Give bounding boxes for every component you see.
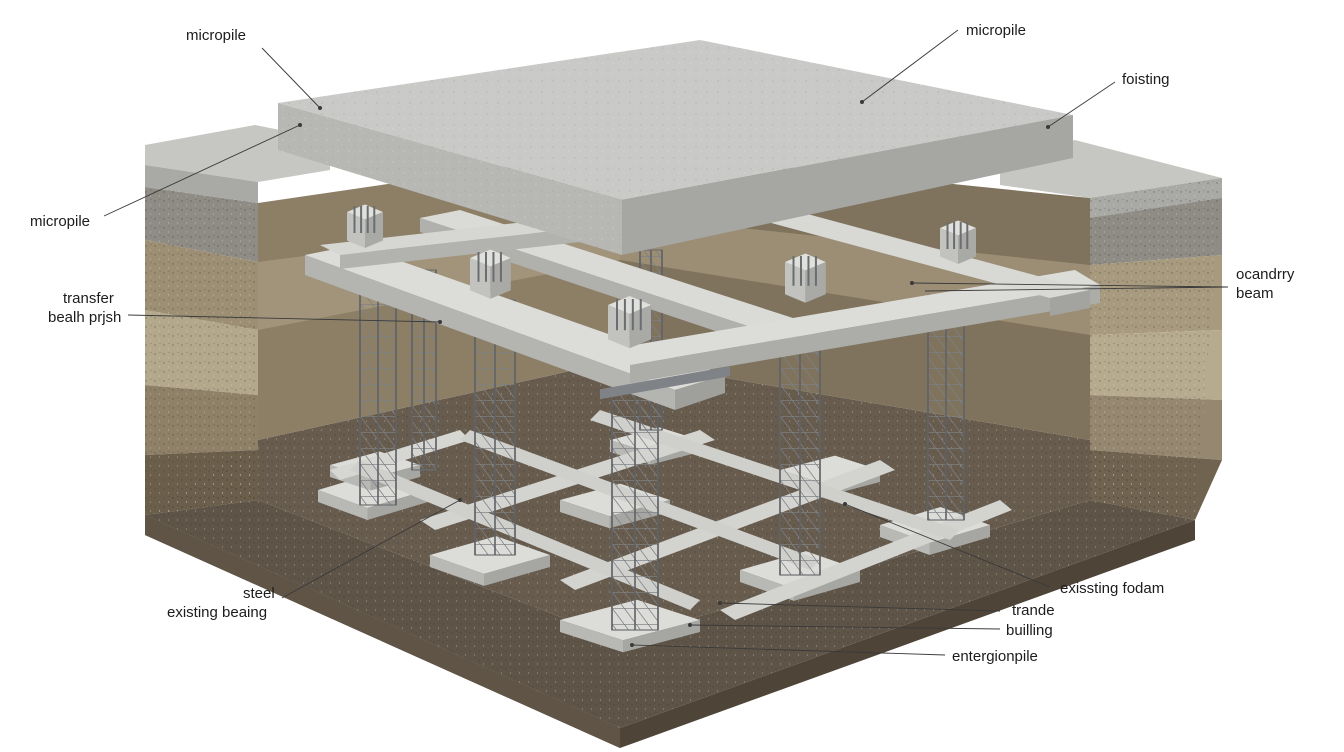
- label-micropile-top-right: micropile: [966, 22, 1026, 39]
- leader-l1-tip: [318, 106, 322, 110]
- leader-l10-tip: [688, 623, 692, 627]
- transfer-beam-2-side: [420, 218, 790, 356]
- label-steel: steel: [243, 585, 275, 602]
- label-trande: trande: [1012, 602, 1055, 619]
- label-transfer: transfer: [63, 290, 114, 307]
- label-entergionpile: entergionpile: [952, 648, 1038, 665]
- speckle-left: [145, 187, 258, 515]
- transfer-beams: [305, 200, 1100, 410]
- leader-l8-tip: [843, 502, 847, 506]
- cross-beam-right-top: [605, 270, 1100, 365]
- label-micropile-top-left: micropile: [186, 27, 246, 44]
- label-exissting-fodam: exissting fodam: [1060, 580, 1164, 597]
- label-bealh-prjsh: bealh prjsh: [48, 309, 121, 326]
- footing-front-1: [484, 555, 550, 586]
- footing-front-3: [794, 570, 860, 601]
- top-slab-right-face: [622, 115, 1073, 255]
- leader-l6: [911, 282, 1229, 288]
- leader-l5: [127, 314, 441, 323]
- floor-beam-7: [590, 410, 960, 540]
- footing-front-4: [929, 525, 990, 555]
- label-beam: beam: [1236, 285, 1274, 302]
- top-slab-texture: [278, 40, 1073, 200]
- leader-l10: [689, 624, 1001, 630]
- label-builling: builling: [1006, 622, 1053, 639]
- soil-outer-left: [145, 187, 620, 748]
- leader-l7-tip: [458, 498, 462, 502]
- top-slab-left-texture: [278, 103, 622, 255]
- soil-cap-left-front: [145, 145, 258, 203]
- secondary-beam-top: [760, 212, 1090, 298]
- label-ocandrry: ocandrry: [1236, 266, 1295, 283]
- leader-l9: [719, 602, 1001, 612]
- transfer-beam-main-side: [305, 255, 675, 410]
- leader-l5-tip: [438, 320, 442, 324]
- label-micropile-left: micropile: [30, 213, 90, 230]
- leader-l6-tip: [910, 281, 914, 285]
- footing-front-2: [623, 620, 700, 653]
- leader-l6b: [924, 286, 1229, 292]
- leader-l7: [281, 499, 461, 599]
- leader-l2-tip: [860, 100, 864, 104]
- leader-l3-tip: [1046, 125, 1050, 129]
- pile-caps: [347, 204, 976, 349]
- steel-i-beam-web: [600, 366, 730, 400]
- leader-l3: [1047, 81, 1116, 128]
- footing-side-6: [560, 500, 610, 529]
- speckle-right: [1090, 178, 1222, 520]
- leader-l4: [103, 124, 301, 217]
- transfer-beam-main-front: [675, 375, 725, 410]
- footing-side-1: [430, 555, 484, 586]
- footing-front-0: [367, 490, 428, 520]
- secondary-beam-side: [1050, 290, 1090, 316]
- soil-front-right-face: [620, 520, 1195, 748]
- footing-side-0: [318, 490, 368, 520]
- leader-lines: [103, 29, 1229, 656]
- leader-l4-tip: [298, 123, 302, 127]
- leader-l11-tip: [630, 643, 634, 647]
- leader-l1: [261, 47, 321, 109]
- footing-side-2: [560, 620, 623, 653]
- leader-l2: [861, 29, 959, 103]
- labels: micropile micropile foisting micropile t…: [30, 22, 1295, 665]
- label-foisting: foisting: [1122, 71, 1170, 88]
- leader-l8: [844, 503, 1051, 588]
- cross-beam-right-side: [630, 285, 1100, 383]
- leader-l9-tip: [718, 601, 722, 605]
- label-existing-beaing: existing beaing: [167, 604, 267, 621]
- leader-l11: [631, 644, 946, 656]
- top-slab: [278, 40, 1073, 255]
